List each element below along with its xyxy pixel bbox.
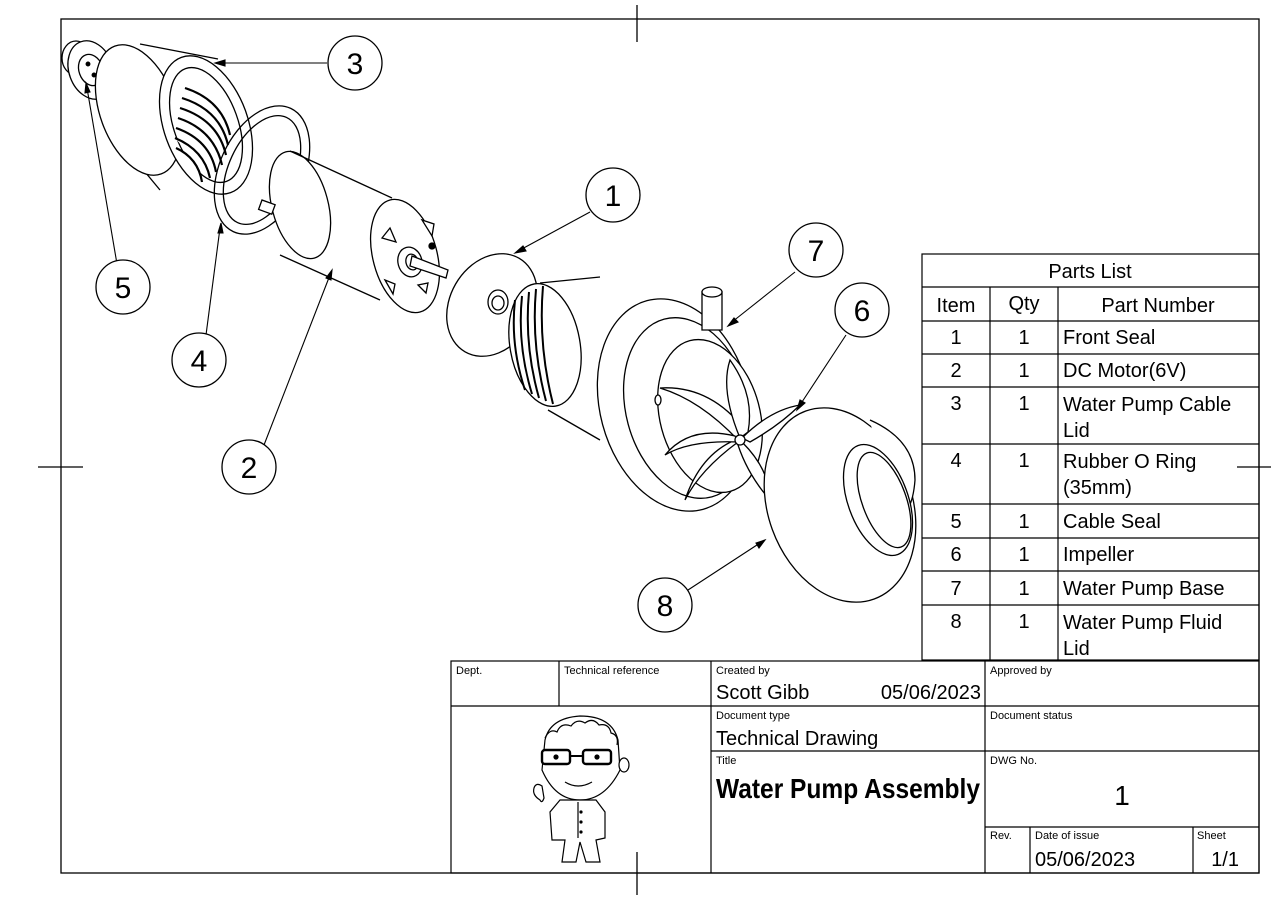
row-3-item: 3 [950, 393, 961, 415]
balloon-label-5: 5 [115, 272, 132, 305]
part-fluid-lid [763, 407, 917, 603]
title-label: Title [716, 755, 736, 767]
row-3-qty: 1 [1018, 393, 1029, 415]
row-6-item: 6 [950, 544, 961, 566]
row-4-part-line1: Rubber O Ring [1063, 451, 1196, 473]
balloon-8 [637, 577, 693, 633]
header-qty: Qty [1008, 293, 1039, 315]
balloon-label-3: 3 [347, 48, 364, 81]
created-by-value: Scott Gibb [716, 682, 809, 704]
balloon-label-6: 6 [854, 295, 871, 328]
tech-ref-label: Technical reference [564, 665, 659, 677]
date-issue-value: 05/06/2023 [1035, 849, 1135, 871]
part-impeller [659, 358, 802, 502]
rev-label: Rev. [990, 830, 1012, 842]
row-7-part: Water Pump Base [1063, 578, 1225, 600]
sheet-label: Sheet [1197, 830, 1226, 842]
balloon-5 [95, 259, 151, 315]
balloons [95, 35, 890, 633]
date-issue-label: Date of issue [1035, 830, 1099, 842]
balloon-4 [171, 332, 227, 388]
dwg-label: DWG No. [990, 755, 1037, 767]
balloon-label-2: 2 [241, 452, 258, 485]
row-5-item: 5 [950, 511, 961, 533]
row-5-qty: 1 [1018, 511, 1029, 533]
parts-list-table: Parts List Item Qty Part Number 1 1 Fron… [921, 253, 1260, 661]
row-6-part: Impeller [1063, 544, 1134, 566]
row-5-part: Cable Seal [1063, 511, 1161, 533]
doc-status-label: Document status [990, 710, 1073, 722]
approved-by-label: Approved by [990, 665, 1052, 677]
drawing-title: Water Pump Assembly [716, 773, 980, 804]
row-1-part: Front Seal [1063, 327, 1155, 349]
row-4-qty: 1 [1018, 450, 1029, 472]
row-2-qty: 1 [1018, 360, 1029, 382]
balloon-3 [327, 35, 383, 91]
balloon-2 [221, 439, 277, 495]
part-dc-motor [257, 150, 449, 314]
balloon-label-4: 4 [191, 345, 208, 378]
row-8-part-line2: Lid [1063, 638, 1090, 660]
balloon-label-1: 1 [605, 180, 622, 213]
row-6-qty: 1 [1018, 544, 1029, 566]
parts-list-title: Parts List [1048, 261, 1132, 283]
row-4-item: 4 [950, 450, 961, 472]
doc-type-value: Technical Drawing [716, 728, 878, 750]
balloon-label-7: 7 [808, 235, 825, 268]
created-date-value: 05/06/2023 [881, 682, 981, 704]
row-3-part-line2: Lid [1063, 420, 1090, 442]
row-8-item: 8 [950, 611, 961, 633]
row-7-qty: 1 [1018, 578, 1029, 600]
row-3-part-line1: Water Pump Cable [1063, 394, 1231, 416]
exploded-view [61, 40, 917, 603]
row-1-qty: 1 [1018, 327, 1029, 349]
header-part: Part Number [1101, 295, 1215, 317]
balloon-label-8: 8 [657, 590, 674, 623]
row-1-item: 1 [950, 327, 961, 349]
sheet-value: 1/1 [1211, 849, 1239, 871]
balloon-6 [834, 282, 890, 338]
row-8-qty: 1 [1018, 611, 1029, 633]
created-by-label: Created by [716, 665, 770, 677]
dwg-number: 1 [1114, 780, 1130, 811]
row-8-part-line1: Water Pump Fluid [1063, 612, 1222, 634]
part-cable-lid [94, 43, 254, 200]
row-7-item: 7 [950, 578, 961, 600]
title-block: Dept. Technical reference Created by Sco… [450, 660, 1260, 874]
leader-lines [84, 59, 847, 591]
doc-type-label: Document type [716, 710, 790, 722]
balloon-7 [788, 222, 844, 278]
row-4-part-line2: (35mm) [1063, 477, 1132, 499]
row-2-item: 2 [950, 360, 961, 382]
cartoon-avatar-logo-icon [533, 715, 630, 863]
row-2-part: DC Motor(6V) [1063, 360, 1186, 382]
header-item: Item [937, 295, 976, 317]
balloon-1 [585, 167, 641, 223]
dept-label: Dept. [456, 665, 482, 677]
